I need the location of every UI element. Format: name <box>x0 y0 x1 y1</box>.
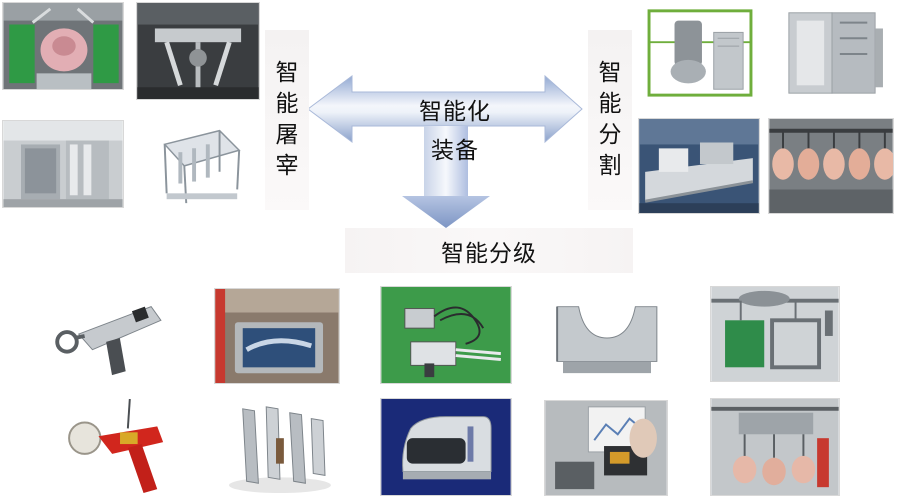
double-arrow-horizontal <box>307 74 583 144</box>
photo-grading-poultry-line <box>710 398 840 496</box>
label-char: 屠 <box>275 122 299 148</box>
photo-cutting-cabinet <box>770 2 894 102</box>
label-smart-slaughter: 智 能 屠 宰 <box>265 30 309 210</box>
label-char: 割 <box>598 153 622 179</box>
label-char: 智 <box>598 60 622 86</box>
photo-grading-hanging-frames <box>710 286 840 382</box>
photo-grading-red-tool <box>62 398 180 496</box>
label-char: 智 <box>275 60 299 86</box>
photo-grading-device-testing <box>544 400 668 496</box>
photo-grading-saddle-bracket <box>548 292 666 382</box>
label-smart-grading: 智能分级 <box>345 228 633 273</box>
photo-slaughter-robot-green <box>2 2 124 90</box>
arrow-down-head <box>402 196 490 228</box>
photo-cutting-hanging-poultry <box>768 118 894 214</box>
photo-grading-monitor-station <box>214 288 340 384</box>
center-title-line2: 装备 <box>431 138 479 164</box>
photo-grading-analyzer-blue <box>380 398 512 496</box>
label-char: 宰 <box>275 153 299 179</box>
label-char: 能 <box>598 91 622 117</box>
photo-grading-probe-kit-green <box>380 286 512 384</box>
photo-cutting-frame-green <box>640 2 760 102</box>
photo-grading-handheld-probe <box>48 290 176 382</box>
center-title-line1: 智能化 <box>419 99 491 125</box>
photo-cutting-line-blue <box>638 118 760 214</box>
photo-slaughter-frame-render <box>136 110 260 210</box>
photo-grading-blade-rack <box>214 398 340 496</box>
photo-slaughter-cabinet <box>2 120 124 208</box>
label-char: 能 <box>275 91 299 117</box>
photo-slaughter-machine-dark <box>136 2 260 100</box>
label-char: 分 <box>598 122 622 148</box>
arrow-down-shaft <box>424 126 468 196</box>
label-smart-cutting: 智 能 分 割 <box>588 30 632 210</box>
